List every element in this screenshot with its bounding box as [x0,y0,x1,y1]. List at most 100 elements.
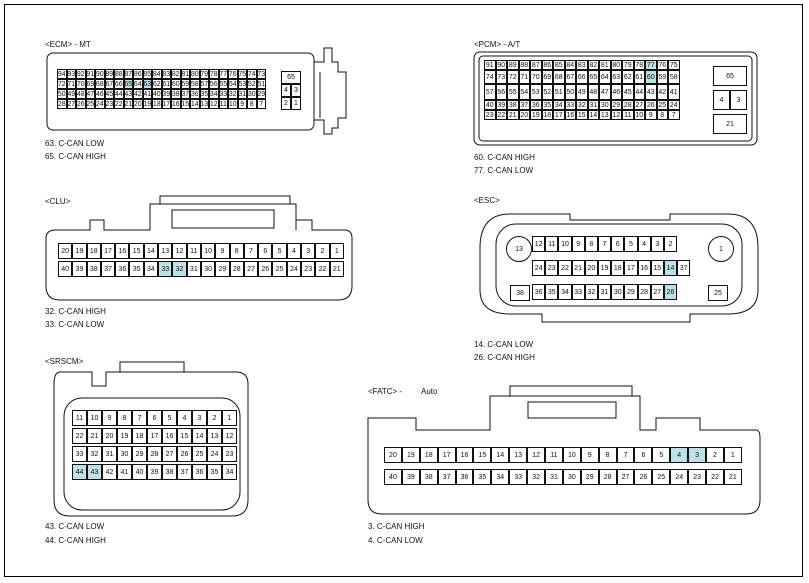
ecm-title: <ECM> - MT [45,40,91,49]
ecm-pin-94: 94 [57,69,67,79]
pcm-note-2: 77. C-CAN LOW [474,166,534,175]
pcm-pin-18: 18 [541,110,553,120]
pcm-pin-52: 52 [541,84,553,100]
ecm-pin-72: 72 [57,79,67,89]
pcm-pin-37: 37 [518,100,530,110]
srscm-pin-11: 11 [72,410,87,426]
clu-pin-39: 39 [72,261,87,277]
fatc-pin-34: 34 [491,469,510,485]
srscm-pin-19: 19 [117,428,132,444]
pcm-pin-9: 9 [645,110,657,120]
clu-pin-8: 8 [229,243,244,259]
srscm-note-1: 43. C-CAN LOW [45,522,105,531]
esc-note-1: 14. C-CAN LOW [474,340,534,349]
ecm-pin-45: 45 [104,89,114,99]
srscm-pin-2: 2 [207,410,222,426]
clu-pin-1: 1 [329,243,344,259]
ecm-pin-14: 14 [190,99,200,109]
pcm-pin-74: 74 [484,70,496,84]
ecm-pin-62: 62 [152,79,162,89]
srscm-pin-36: 36 [192,464,207,480]
pcm-pin-28: 28 [622,100,634,110]
ecm-pin-50: 50 [57,89,67,99]
ecm-pin-28: 28 [57,99,67,109]
pcm-pin-17: 17 [553,110,565,120]
fatc-pin-29: 29 [580,469,599,485]
fatc-pin-17: 17 [437,447,456,463]
srscm-pin-21: 21 [87,428,102,444]
ecm-note-2: 65. C-CAN HIGH [45,152,106,161]
ecm-pin-32: 32 [228,89,238,99]
pcm-pin-66: 66 [576,70,588,84]
pcm-pin-62: 62 [622,70,634,84]
clu-note-1: 32. C-CAN HIGH [45,307,106,316]
esc-pin-36: 36 [532,284,546,300]
pcm-pin-21: 21 [713,114,747,134]
pcm-title: <PCM> - A/T [474,40,521,49]
pcm-pin-36: 36 [530,100,542,110]
esc-pin-12: 12 [532,236,546,252]
ecm-pin-85: 85 [142,69,152,79]
esc-pin-35: 35 [545,284,559,300]
clu-pin-16: 16 [115,243,130,259]
pcm-pin-46: 46 [610,84,622,100]
srscm-pin-43: 43 [87,464,102,480]
ecm-pin-41: 41 [142,89,152,99]
pcm-pin-91: 91 [484,60,496,70]
srscm-housing [53,371,249,517]
ecm-pin-80: 80 [190,69,200,79]
pcm-pin-57: 57 [484,84,496,100]
srscm-pin-26: 26 [177,446,192,462]
esc-pin-4: 4 [637,236,651,252]
ecm-pin-17: 17 [161,99,171,109]
fatc-pin-27: 27 [616,469,635,485]
srscm-title: <SRSCM> [45,357,84,366]
ecm-pin-12: 12 [209,99,219,109]
pcm-pin-59: 59 [656,70,668,84]
pcm-pin-48: 48 [587,84,599,100]
ecm-pin-10: 10 [228,99,238,109]
ecm-pin-7: 7 [256,99,266,109]
srscm-pin-25: 25 [192,446,207,462]
ecm-pin-11: 11 [218,99,228,109]
srscm-pin-22: 22 [72,428,87,444]
ecm-pin-60: 60 [171,79,181,89]
ecm-pin-88: 88 [114,69,124,79]
clu-pin-20: 20 [58,243,73,259]
pcm-pin-65: 65 [587,70,599,84]
esc-pin-34: 34 [558,284,572,300]
ecm-pin-57: 57 [199,79,209,89]
pcm-pin-86: 86 [541,60,553,70]
pcm-pin-24: 24 [668,100,680,110]
pcm-pin-79: 79 [622,60,634,70]
clu-pin-21: 21 [329,261,344,277]
fatc-pin-35: 35 [473,469,492,485]
esc-pin-37: 37 [677,260,691,276]
pcm-pin-80: 80 [610,60,622,70]
ecm-pin-71: 71 [66,79,76,89]
pcm-pin-33: 33 [564,100,576,110]
fatc-pin-18: 18 [419,447,438,463]
ecm-pin-91: 91 [85,69,95,79]
clu-pin-33: 33 [158,261,173,277]
pcm-pin-14: 14 [587,110,599,120]
ecm-pin-51: 51 [256,79,266,89]
fatc-pin-2: 2 [706,447,724,463]
esc-pin-21: 21 [571,260,585,276]
ecm-pin-24: 24 [95,99,105,109]
ecm-pin-8: 8 [247,99,257,109]
pcm-pin-11: 11 [622,110,634,120]
pcm-pin-21: 21 [507,110,519,120]
esc-pin-32: 32 [584,284,598,300]
ecm-pin-39: 39 [161,89,171,99]
fatc-pin-36: 36 [455,469,474,485]
srscm-pin-39: 39 [147,464,162,480]
ecm-pin-92: 92 [76,69,86,79]
clu-pin-23: 23 [301,261,316,277]
clu-housing [45,203,353,301]
pcm-pin-56: 56 [495,84,507,100]
ecm-pin-63: 63 [142,79,152,89]
ecm-pin-52: 52 [247,79,257,89]
